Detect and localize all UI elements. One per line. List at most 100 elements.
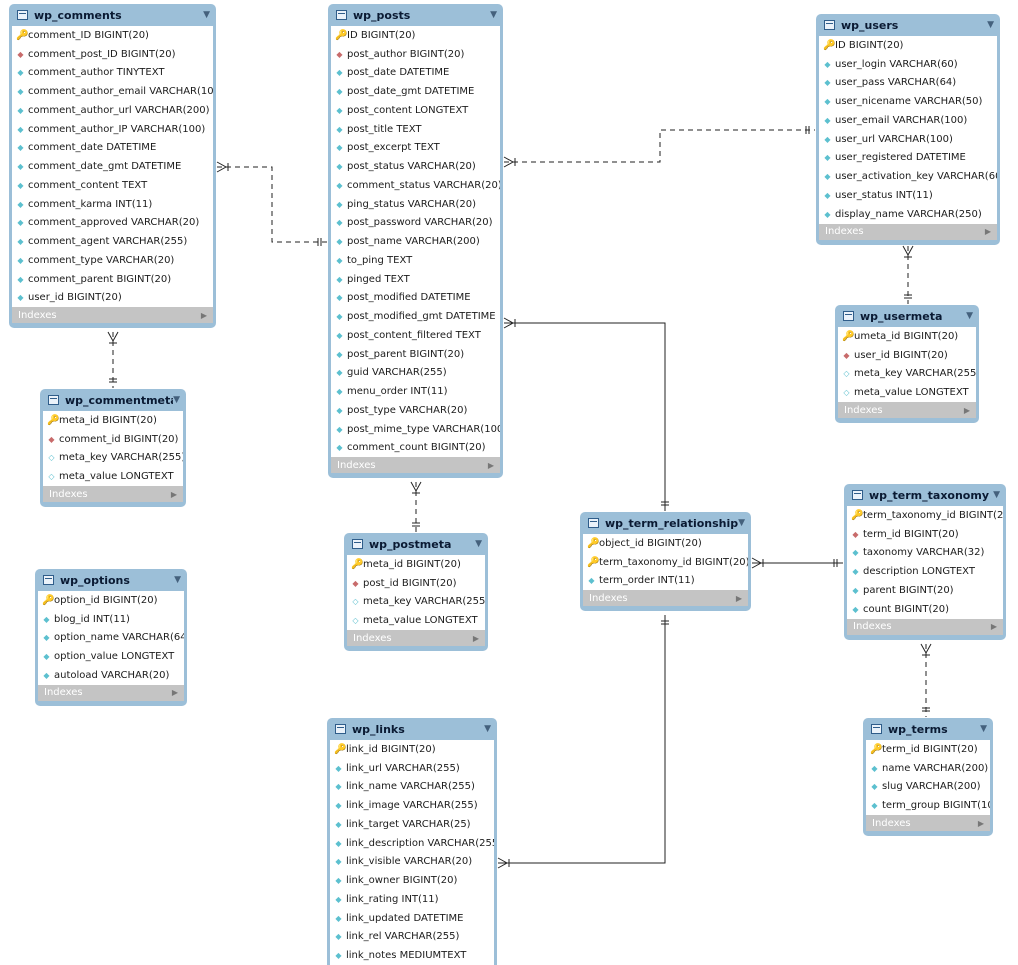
column-row[interactable]: 🔑option_id BIGINT(20): [38, 591, 184, 610]
column-row[interactable]: 🔑comment_ID BIGINT(20): [12, 26, 213, 45]
column-row[interactable]: ◆post_excerpt TEXT: [331, 139, 500, 158]
column-row[interactable]: ◆comment_agent VARCHAR(255): [12, 232, 213, 251]
table-header[interactable]: wp_term_taxonomy▼: [847, 484, 1003, 506]
indexes-bar[interactable]: Indexes▶: [819, 223, 997, 240]
column-row[interactable]: ◆pinged TEXT: [331, 270, 500, 289]
column-row[interactable]: ◆menu_order INT(11): [331, 382, 500, 401]
column-row[interactable]: ◆to_ping TEXT: [331, 251, 500, 270]
column-row[interactable]: 🔑link_id BIGINT(20): [330, 740, 494, 759]
column-row[interactable]: ◆post_modified DATETIME: [331, 289, 500, 308]
column-row[interactable]: ◆user_login VARCHAR(60): [819, 55, 997, 74]
column-row[interactable]: 🔑ID BIGINT(20): [331, 26, 500, 45]
column-row[interactable]: ◆post_date_gmt DATETIME: [331, 82, 500, 101]
column-row[interactable]: ◆comment_author_IP VARCHAR(100): [12, 120, 213, 139]
column-row[interactable]: ◆post_content LONGTEXT: [331, 101, 500, 120]
expand-arrow-icon[interactable]: ▶: [487, 460, 494, 470]
column-row[interactable]: ◆taxonomy VARCHAR(32): [847, 544, 1003, 563]
expand-arrow-icon[interactable]: ▶: [735, 593, 742, 603]
relationship-wp-posts-to-wp-postmeta[interactable]: [410, 481, 422, 532]
column-row[interactable]: ◆user_nicename VARCHAR(50): [819, 92, 997, 111]
indexes-bar[interactable]: Indexes▶: [12, 307, 213, 324]
column-row[interactable]: 🔑umeta_id BIGINT(20): [838, 327, 976, 346]
column-row[interactable]: ◆post_name VARCHAR(200): [331, 232, 500, 251]
column-row[interactable]: ◆option_name VARCHAR(64): [38, 629, 184, 648]
expand-arrow-icon[interactable]: ▶: [977, 818, 984, 828]
column-row[interactable]: ◆comment_author_url VARCHAR(200): [12, 101, 213, 120]
table-wp-links[interactable]: wp_links▼🔑link_id BIGINT(20)◆link_url VA…: [327, 718, 497, 965]
collapse-arrow-icon[interactable]: ▼: [174, 575, 181, 585]
column-row[interactable]: ◆name VARCHAR(200): [866, 759, 990, 778]
table-wp-usermeta[interactable]: wp_usermeta▼🔑umeta_id BIGINT(20)◆user_id…: [835, 305, 979, 423]
table-wp-posts[interactable]: wp_posts▼🔑ID BIGINT(20)◆post_author BIGI…: [328, 4, 503, 479]
column-row[interactable]: 🔑term_taxonomy_id BIGINT(20): [583, 553, 748, 572]
table-header[interactable]: wp_commentmeta▼: [43, 389, 183, 411]
column-row[interactable]: ◇meta_value LONGTEXT: [838, 383, 976, 402]
table-wp-comments[interactable]: wp_comments▼🔑comment_ID BIGINT(20) ◆comme…: [9, 4, 216, 329]
column-row[interactable]: ◆description LONGTEXT: [847, 562, 1003, 581]
table-wp-commentmeta[interactable]: wp_commentmeta▼🔑meta_id BIGINT(20)◆comme…: [40, 389, 186, 507]
table-header[interactable]: wp_term_relationships▼: [583, 512, 748, 534]
column-row[interactable]: ◆count BIGINT(20): [847, 600, 1003, 619]
table-header[interactable]: wp_users▼: [819, 14, 997, 36]
collapse-arrow-icon[interactable]: ▼: [475, 539, 482, 549]
column-row[interactable]: ◆comment_author TINYTEXT: [12, 64, 213, 83]
relationship-wp-term-taxonomy-to-wp-terms[interactable]: [920, 643, 932, 717]
column-row[interactable]: ◆post_parent BIGINT(20): [331, 345, 500, 364]
expand-arrow-icon[interactable]: ▶: [200, 310, 207, 320]
column-row[interactable]: ◆link_description VARCHAR(255): [330, 834, 494, 853]
column-row[interactable]: ◆comment_author_email VARCHAR(100): [12, 82, 213, 101]
table-wp-postmeta[interactable]: wp_postmeta▼🔑meta_id BIGINT(20)◆post_id …: [344, 533, 488, 651]
table-header[interactable]: wp_comments▼: [12, 4, 213, 26]
column-row[interactable]: ◇meta_key VARCHAR(255): [347, 593, 485, 612]
column-row[interactable]: ◆term_group BIGINT(10): [866, 796, 990, 815]
column-row[interactable]: ◇meta_key VARCHAR(255): [43, 449, 183, 468]
column-row[interactable]: 🔑meta_id BIGINT(20): [347, 555, 485, 574]
column-row[interactable]: ◆comment_karma INT(11): [12, 195, 213, 214]
collapse-arrow-icon[interactable]: ▼: [173, 395, 180, 405]
column-row[interactable]: 🔑term_taxonomy_id BIGINT(20): [847, 506, 1003, 525]
column-row[interactable]: ◆link_rating INT(11): [330, 890, 494, 909]
column-row[interactable]: ◆term_id BIGINT(20): [847, 525, 1003, 544]
relationship-wp-users-to-wp-usermeta[interactable]: [902, 245, 914, 304]
expand-arrow-icon[interactable]: ▶: [990, 622, 997, 631]
column-row[interactable]: 🔑term_id BIGINT(20): [866, 740, 990, 759]
indexes-bar[interactable]: Indexes▶: [847, 618, 1003, 635]
column-row[interactable]: ◆link_name VARCHAR(255): [330, 778, 494, 797]
collapse-arrow-icon[interactable]: ▼: [203, 10, 210, 20]
column-row[interactable]: ◆comment_status VARCHAR(20): [331, 176, 500, 195]
expand-arrow-icon[interactable]: ▶: [170, 489, 177, 499]
indexes-bar[interactable]: Indexes▶: [838, 402, 976, 418]
column-row[interactable]: ◆display_name VARCHAR(250): [819, 205, 997, 224]
column-row[interactable]: ◆post_type VARCHAR(20): [331, 401, 500, 420]
indexes-bar[interactable]: Indexes▶: [38, 684, 184, 701]
column-row[interactable]: ◆comment_content TEXT: [12, 176, 213, 195]
column-row[interactable]: ◆link_image VARCHAR(255): [330, 796, 494, 815]
relationship-wp-comments-to-wp-posts[interactable]: [216, 161, 327, 246]
collapse-arrow-icon[interactable]: ▼: [738, 518, 745, 528]
column-row[interactable]: ◆link_visible VARCHAR(20): [330, 853, 494, 872]
expand-arrow-icon[interactable]: ▶: [171, 688, 178, 698]
table-wp-term-relationships[interactable]: wp_term_relationships▼🔑object_id BIGINT(…: [580, 512, 751, 612]
column-row[interactable]: ◇meta_value LONGTEXT: [43, 467, 183, 486]
column-row[interactable]: ◆user_id BIGINT(20): [838, 346, 976, 365]
column-row[interactable]: ◆comment_date_gmt DATETIME: [12, 157, 213, 176]
column-row[interactable]: ◆post_content_filtered TEXT: [331, 326, 500, 345]
column-row[interactable]: ◆post_modified_gmt DATETIME: [331, 307, 500, 326]
column-row[interactable]: ◆comment_approved VARCHAR(20): [12, 214, 213, 233]
relationship-wp-links-to-wp-term-relationships[interactable]: [497, 615, 669, 869]
column-row[interactable]: ◆link_owner BIGINT(20): [330, 871, 494, 890]
column-row[interactable]: ◆guid VARCHAR(255): [331, 364, 500, 383]
column-row[interactable]: ◆post_status VARCHAR(20): [331, 157, 500, 176]
collapse-arrow-icon[interactable]: ▼: [484, 724, 491, 734]
column-row[interactable]: ◆term_order INT(11): [583, 572, 748, 591]
indexes-bar[interactable]: Indexes▶: [583, 590, 748, 607]
column-row[interactable]: ◆link_target VARCHAR(25): [330, 815, 494, 834]
column-row[interactable]: ◆user_status INT(11): [819, 186, 997, 205]
table-wp-term-taxonomy[interactable]: wp_term_taxonomy▼🔑term_taxonomy_id BIGIN…: [844, 484, 1006, 640]
table-wp-terms[interactable]: wp_terms▼🔑term_id BIGINT(20)◆name VARCHA…: [863, 718, 993, 836]
column-row[interactable]: ◆post_password VARCHAR(20): [331, 214, 500, 233]
column-row[interactable]: ◆link_rel VARCHAR(255): [330, 928, 494, 947]
column-row[interactable]: ◆option_value LONGTEXT: [38, 647, 184, 666]
column-row[interactable]: ◆blog_id INT(11): [38, 610, 184, 629]
collapse-arrow-icon[interactable]: ▼: [993, 490, 1000, 500]
